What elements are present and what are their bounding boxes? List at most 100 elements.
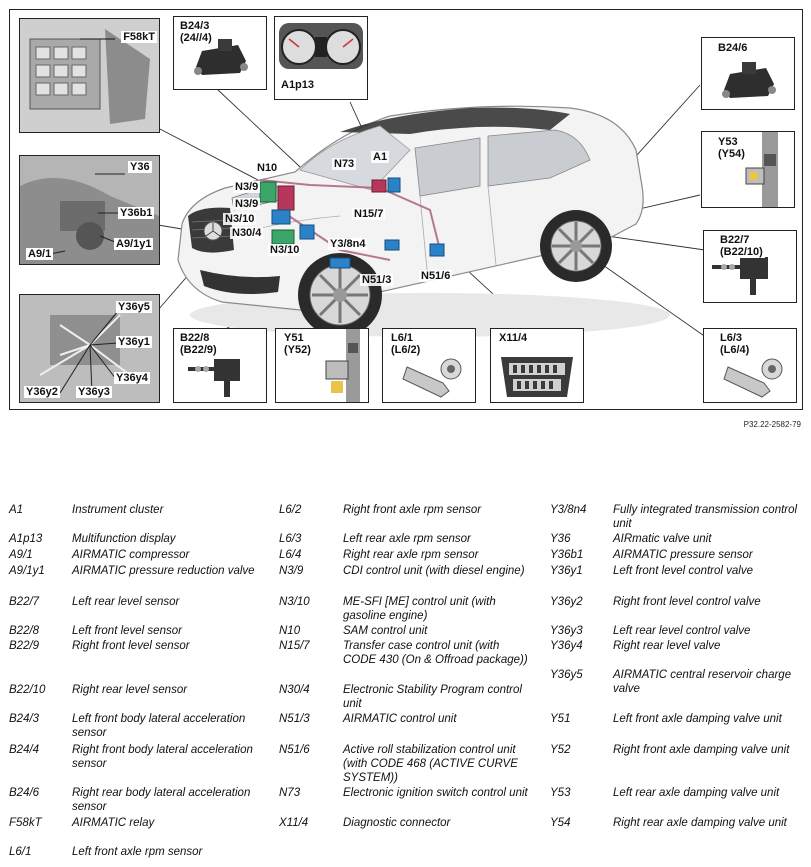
inset-label: Y36y4 bbox=[114, 372, 150, 384]
legend-description: Electronic Stability Program control uni… bbox=[343, 684, 522, 710]
legend-code: Y54 bbox=[550, 817, 571, 829]
inset-label: (L6/2) bbox=[389, 344, 423, 356]
legend-code: B24/6 bbox=[9, 787, 40, 799]
inset-label: (Y54) bbox=[716, 148, 747, 160]
legend-description: Right rear level sensor bbox=[72, 684, 188, 696]
legend-code: Y36y1 bbox=[550, 565, 583, 577]
callout-a1: A1 bbox=[371, 151, 390, 163]
inset-y36: Y36 Y36b1 A9/1y1 A9/1 bbox=[19, 155, 160, 265]
legend-description: AIRMATIC relay bbox=[72, 817, 155, 829]
legend-code: A9/1 bbox=[9, 549, 33, 561]
legend-code: L6/3 bbox=[279, 533, 302, 545]
inset-label: Y51 bbox=[282, 332, 306, 344]
inset-label: B22/8 bbox=[178, 332, 212, 344]
legend-description: Right rear level valve bbox=[613, 640, 721, 652]
legend-description: AIRmatic valve unit bbox=[613, 533, 712, 545]
legend-code: Y36y3 bbox=[550, 625, 583, 637]
damping-valve-icon bbox=[325, 329, 360, 402]
legend-code: B22/8 bbox=[9, 625, 40, 637]
legend-description: Left front level control valve bbox=[613, 565, 753, 577]
legend-description: AIRMATIC pressure reduction valve bbox=[72, 565, 255, 577]
legend-description: Right rear body lateral acceleration sen… bbox=[72, 787, 251, 813]
callout-y3-8n4: Y3/8n4 bbox=[328, 238, 368, 250]
inset-y51: Y51 (Y52) bbox=[275, 328, 369, 403]
rpm-sensor-icon bbox=[723, 358, 783, 398]
inset-b22-7: B22/7 (B22/10) bbox=[703, 230, 797, 303]
callout-n30-4: N30/4 bbox=[230, 227, 264, 239]
legend-description: Left front axle damping valve unit bbox=[613, 713, 782, 725]
legend-code: Y36y5 bbox=[550, 669, 583, 681]
inset-label: A9/1y1 bbox=[114, 238, 154, 250]
inset-label: A9/1 bbox=[26, 248, 54, 260]
inset-b24-6: B24/6 bbox=[701, 37, 795, 110]
legend-description: Fully integrated transmission control un… bbox=[613, 504, 798, 530]
inset-label: Y36 bbox=[128, 161, 152, 173]
callout-n73: N73 bbox=[332, 158, 357, 170]
legend-code: L6/1 bbox=[9, 846, 32, 858]
legend-code: Y36y4 bbox=[550, 640, 583, 652]
inset-a1p13: A1p13 bbox=[274, 16, 368, 100]
legend-description: Diagnostic connector bbox=[343, 817, 451, 829]
level-sensor-icon bbox=[712, 257, 768, 295]
legend-description: Left rear level control valve bbox=[613, 625, 751, 637]
inset-label: Y36y1 bbox=[116, 336, 152, 348]
control-units bbox=[259, 177, 445, 269]
damping-valve-icon bbox=[745, 132, 778, 207]
legend-description: Right front level sensor bbox=[72, 640, 190, 652]
callout-n3-9: N3/9 bbox=[233, 198, 261, 210]
inset-label: (24//4) bbox=[178, 32, 214, 44]
inset-b22-8: B22/8 (B22/9) bbox=[173, 328, 267, 403]
legend-description: AIRMATIC pressure sensor bbox=[613, 549, 753, 561]
instrument-cluster-icon bbox=[279, 23, 363, 69]
legend-code: B22/10 bbox=[9, 684, 46, 696]
legend-code: A1 bbox=[9, 504, 24, 516]
legend-description: Electronic ignition switch control unit bbox=[343, 787, 528, 799]
acceleration-sensor-icon bbox=[722, 62, 776, 98]
inset-label: (L6/4) bbox=[718, 344, 752, 356]
legend-code: Y36y2 bbox=[550, 596, 583, 608]
callout-n15-7: N15/7 bbox=[352, 208, 386, 220]
legend-description: AIRMATIC compressor bbox=[72, 549, 190, 561]
legend-description: Left rear axle damping valve unit bbox=[613, 787, 780, 799]
fuse-box-photo bbox=[20, 19, 159, 132]
legend-code: N15/7 bbox=[279, 640, 310, 652]
legend-description: Right rear axle damping valve unit bbox=[613, 817, 787, 829]
legend-description: Left front body lateral acceleration sen… bbox=[72, 713, 246, 739]
inset-x11-4: X11/4 bbox=[490, 328, 584, 403]
legend-code: B24/3 bbox=[9, 713, 40, 725]
legend-description: Active roll stabilization control unit (… bbox=[343, 744, 518, 784]
callout-n51-3: N51/3 bbox=[360, 274, 394, 286]
acceleration-sensor-icon bbox=[194, 39, 248, 75]
inset-label: A1p13 bbox=[279, 79, 317, 91]
legend-code: N30/4 bbox=[279, 684, 310, 696]
inset-label: X11/4 bbox=[497, 332, 530, 344]
legend-description: Left rear axle rpm sensor bbox=[343, 533, 471, 545]
callout-n3-9: N3/9 bbox=[233, 181, 261, 193]
legend-code: X11/4 bbox=[279, 817, 309, 829]
component-location-diagram: F58kT B24/3 (24//4) A1p13 B24/6 bbox=[9, 9, 803, 410]
diagnostic-connector-icon bbox=[501, 357, 573, 397]
inset-b24-3: B24/3 (24//4) bbox=[173, 16, 267, 90]
inset-l6-3: L6/3 (L6/4) bbox=[703, 328, 797, 403]
legend-code: Y36b1 bbox=[550, 549, 584, 561]
inset-label: F58kT bbox=[121, 31, 157, 43]
legend-description: Left front level sensor bbox=[72, 625, 182, 637]
legend-description: CDI control unit (with diesel engine) bbox=[343, 565, 525, 577]
inset-label: L6/3 bbox=[718, 332, 745, 344]
legend-code: Y53 bbox=[550, 787, 571, 799]
legend-description: Right rear axle rpm sensor bbox=[343, 549, 479, 561]
rpm-sensor-icon bbox=[402, 358, 462, 398]
legend-code: N51/3 bbox=[279, 713, 310, 725]
inset-label: (B22/9) bbox=[178, 344, 219, 356]
callout-n51-6: N51/6 bbox=[419, 270, 453, 282]
legend-code: N10 bbox=[279, 625, 301, 637]
inset-label: B22/7 bbox=[718, 234, 752, 246]
legend-description: Multifunction display bbox=[72, 533, 176, 545]
inset-f58kt: F58kT bbox=[19, 18, 160, 133]
inset-label: Y53 bbox=[716, 136, 740, 148]
inset-label: Y36b1 bbox=[118, 207, 155, 219]
legend-code: Y51 bbox=[550, 713, 571, 725]
level-sensor-icon bbox=[188, 359, 240, 397]
legend-description: Left rear level sensor bbox=[72, 596, 180, 608]
callout-n10: N10 bbox=[255, 162, 280, 174]
